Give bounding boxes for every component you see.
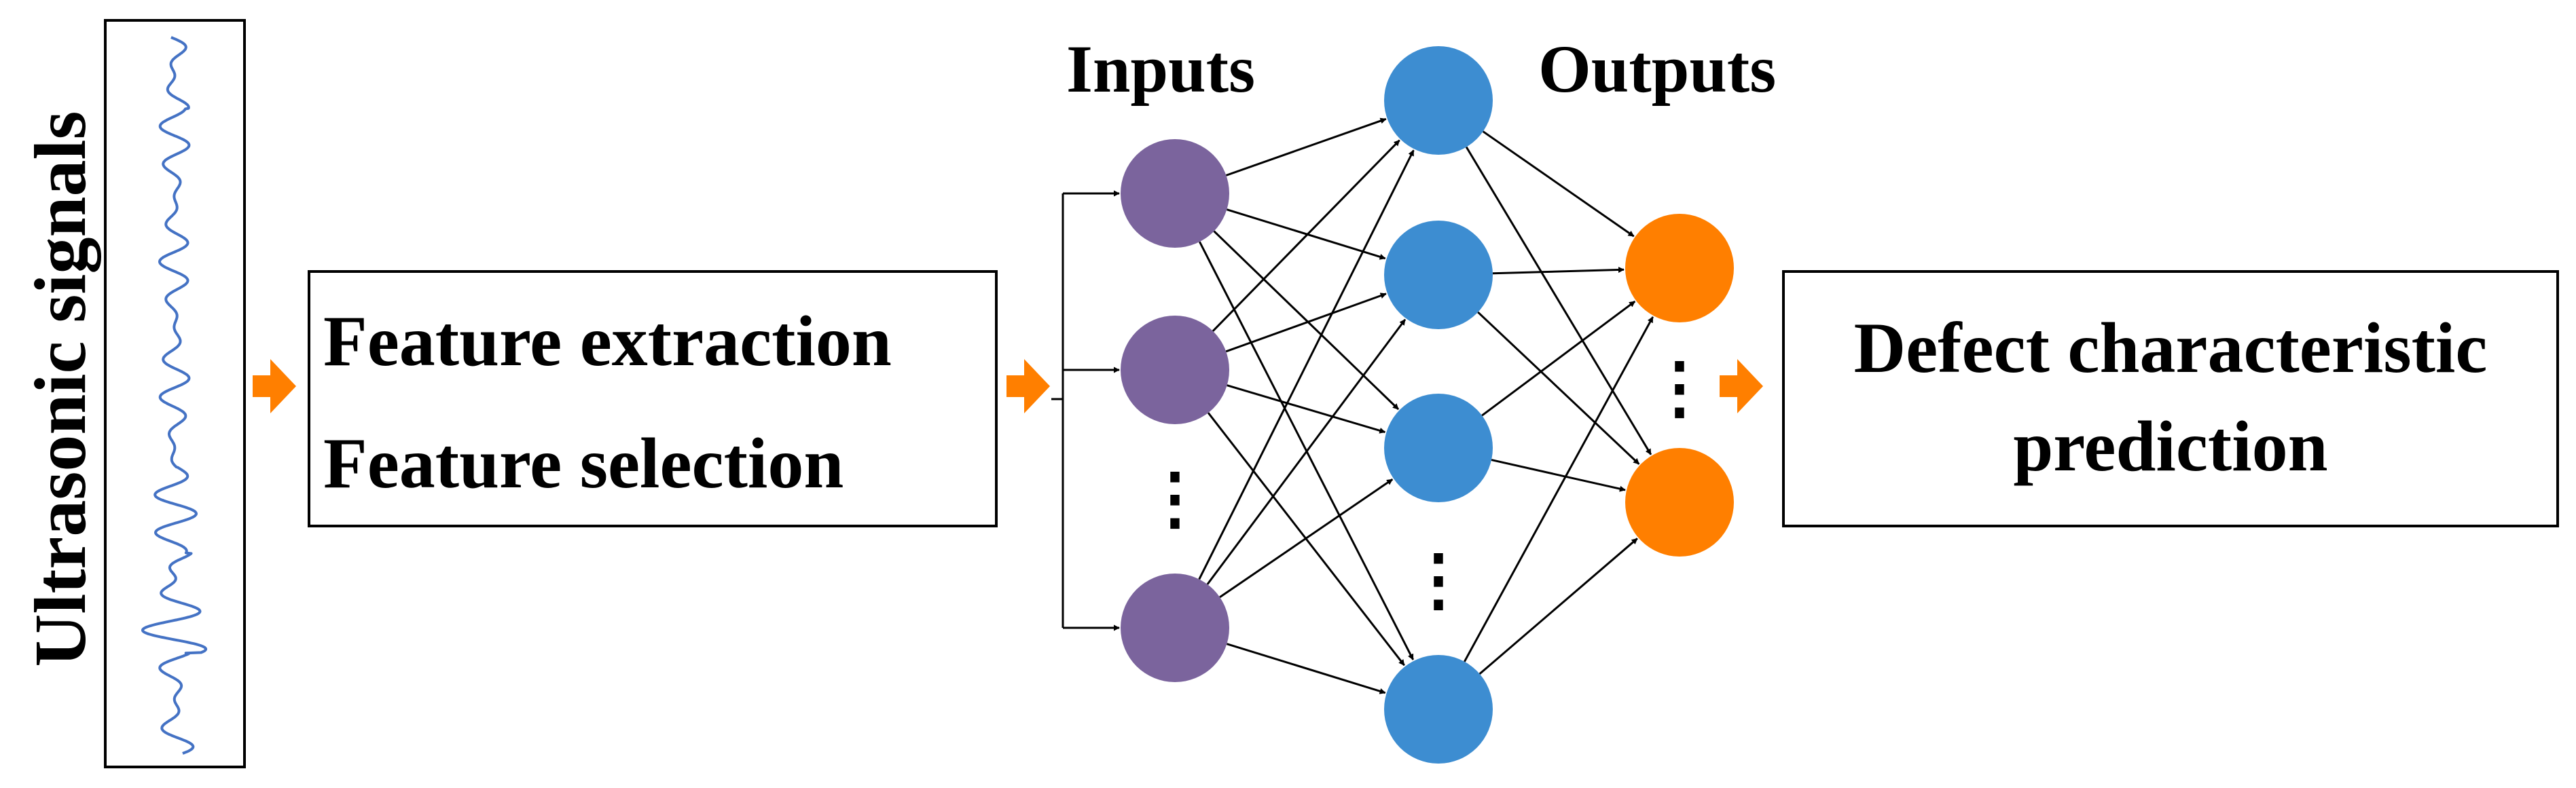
input-hidden-connection <box>1226 208 1386 260</box>
input-hidden-connection <box>1213 230 1400 411</box>
signal-panel <box>104 19 246 768</box>
input-ellipsis: ⋮ <box>1141 461 1209 536</box>
input-node <box>1121 316 1229 424</box>
network-nodes <box>1121 46 1734 764</box>
input-node <box>1121 139 1229 248</box>
hidden-node <box>1384 221 1493 329</box>
input-node <box>1121 574 1229 682</box>
input-hidden-connection <box>1227 384 1386 434</box>
input-hidden-connection <box>1212 139 1400 332</box>
hidden-node <box>1384 46 1493 155</box>
input-hidden-connection <box>1206 318 1407 585</box>
hidden-output-connection <box>1479 538 1638 675</box>
output-node <box>1625 448 1734 557</box>
signal-panel-label: Ultrasonic signals <box>20 111 101 667</box>
network-connections <box>1051 117 1654 694</box>
orange-arrow-icon <box>1720 359 1763 413</box>
feature-extraction-label: Feature extraction <box>323 301 892 381</box>
output-ellipsis: ⋮ <box>1646 350 1713 426</box>
input-hidden-connection <box>1225 293 1387 353</box>
ultrasonic-waveform <box>141 36 208 755</box>
feature-selection-label: Feature selection <box>323 424 843 503</box>
hidden-node <box>1384 394 1493 502</box>
hidden-output-connection <box>1481 300 1636 417</box>
feature-box <box>308 270 998 527</box>
input-hidden-connection <box>1198 149 1415 580</box>
input-hidden-connection <box>1219 479 1394 599</box>
input-hidden-connection <box>1226 643 1386 694</box>
hidden-output-connection <box>1492 267 1625 275</box>
hidden-output-connection <box>1491 459 1626 492</box>
hidden-output-connection <box>1465 146 1652 455</box>
inputs-label: Inputs <box>1066 31 1255 107</box>
hidden-output-connection <box>1477 311 1640 465</box>
hidden-ellipsis: ⋮ <box>1404 542 1472 618</box>
prediction-line2: prediction <box>2013 407 2327 486</box>
hidden-output-connection <box>1464 316 1654 662</box>
prediction-line1: Defect characteristic <box>1854 308 2488 388</box>
output-node <box>1625 214 1734 322</box>
outputs-label: Outputs <box>1538 31 1776 107</box>
prediction-box <box>1782 270 2559 527</box>
hidden-node <box>1384 655 1493 764</box>
orange-arrow-icon <box>253 359 296 413</box>
orange-arrow-icon <box>1006 359 1050 413</box>
input-hidden-connection <box>1225 117 1387 176</box>
hidden-output-connection <box>1482 130 1635 238</box>
